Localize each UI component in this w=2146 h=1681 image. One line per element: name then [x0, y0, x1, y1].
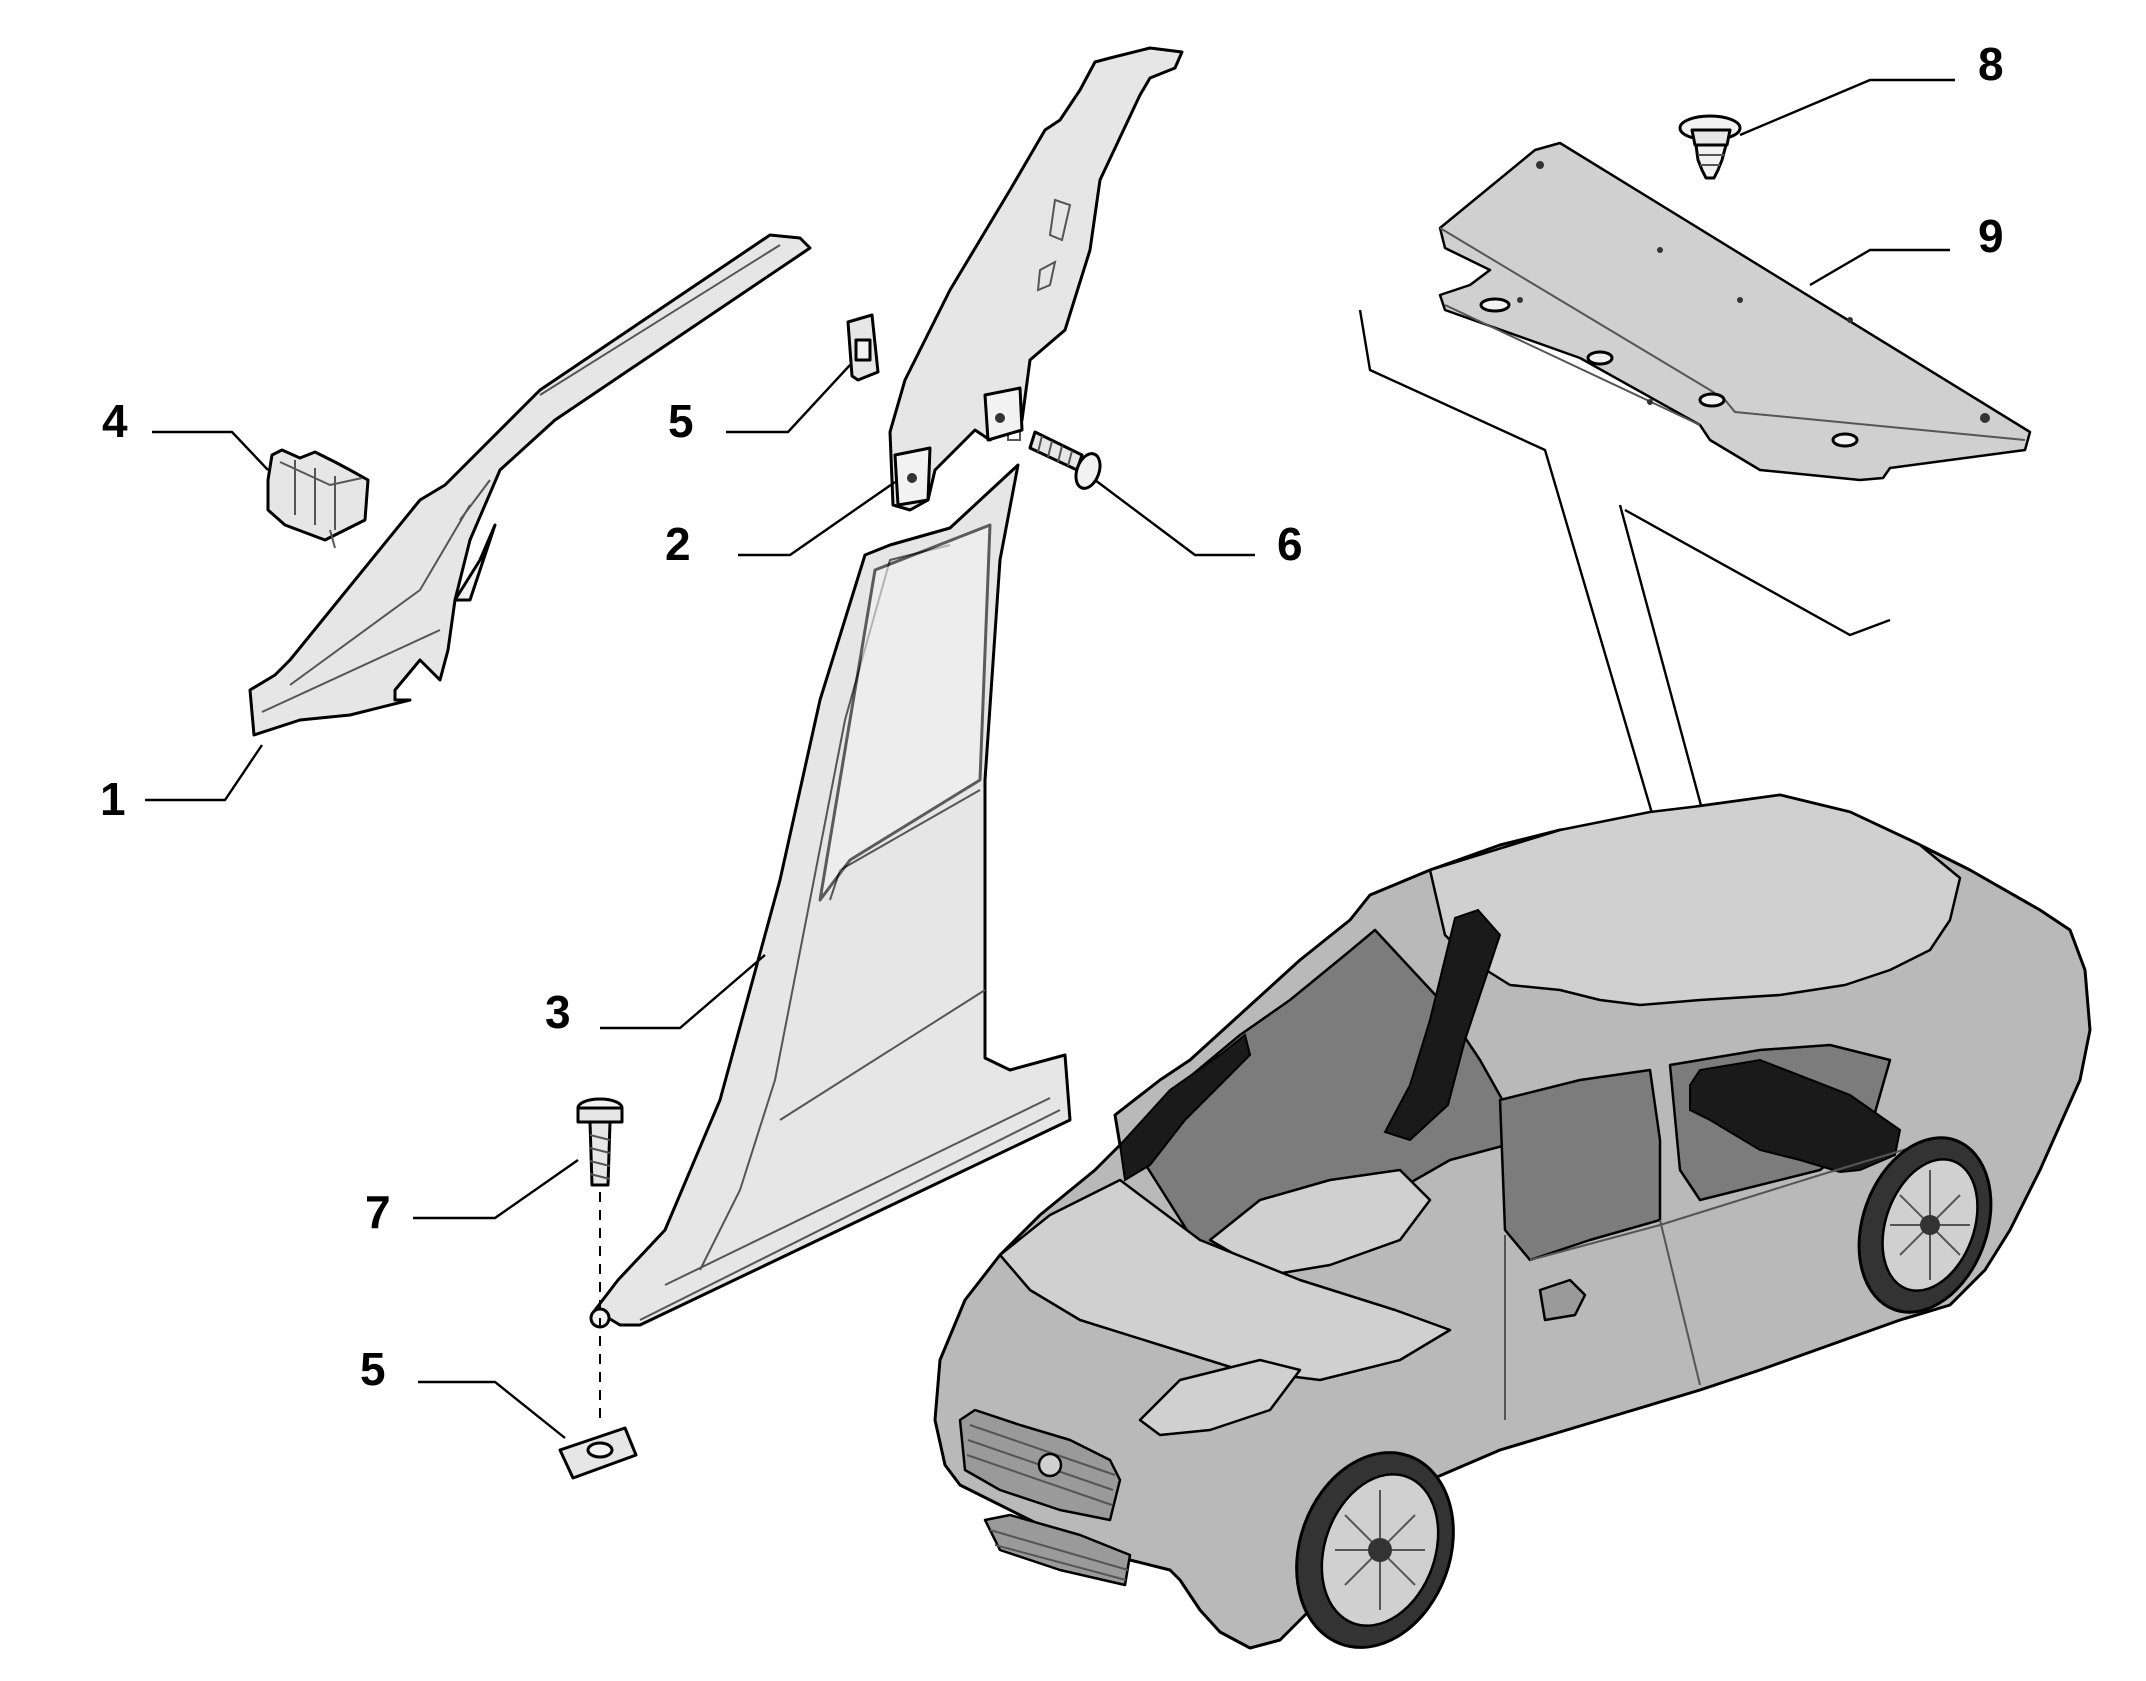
- callout-5-bottom: 5: [360, 1343, 386, 1395]
- car-illustration: [933, 793, 2092, 1650]
- leader-2: [738, 481, 896, 557]
- front-wheel: [1295, 1451, 1455, 1649]
- part-5-top-clip: [846, 313, 880, 382]
- leader-4: [152, 430, 269, 471]
- rear-wheel: [1857, 1136, 1993, 1314]
- part-1-a-pillar-trim: [248, 233, 812, 737]
- part-9-floor-panel: [1438, 141, 2032, 482]
- callout-7: 7: [365, 1186, 391, 1238]
- callout-1: 1: [100, 773, 126, 825]
- callout-2: 2: [665, 518, 691, 570]
- callout-6: 6: [1277, 518, 1303, 570]
- part-5-bottom-nut: [558, 1426, 638, 1480]
- part-8-push-clip: [1678, 114, 1742, 180]
- leader-1: [145, 744, 263, 802]
- leader-8: [1739, 78, 1955, 137]
- callout-5-top: 5: [668, 395, 694, 447]
- leader-3: [600, 954, 766, 1030]
- leader-lines: [145, 78, 1955, 1439]
- part-3-lower-b-pillar-trim: [589, 463, 1072, 1329]
- callout-3: 3: [545, 986, 571, 1038]
- callout-4: 4: [102, 395, 128, 447]
- part-2-upper-b-pillar-trim: [888, 46, 1184, 512]
- part-6-screw: [1028, 430, 1102, 490]
- callout-9: 9: [1978, 210, 2004, 262]
- callout-8: 8: [1978, 38, 2004, 90]
- part-4-clip: [266, 448, 370, 549]
- leader-7: [413, 1159, 579, 1220]
- leader-5-bottom: [418, 1380, 566, 1439]
- leader-5-top: [726, 364, 851, 434]
- leader-9: [1809, 248, 1950, 287]
- part-7-bolt: [576, 1097, 624, 1187]
- leader-6: [1094, 479, 1255, 557]
